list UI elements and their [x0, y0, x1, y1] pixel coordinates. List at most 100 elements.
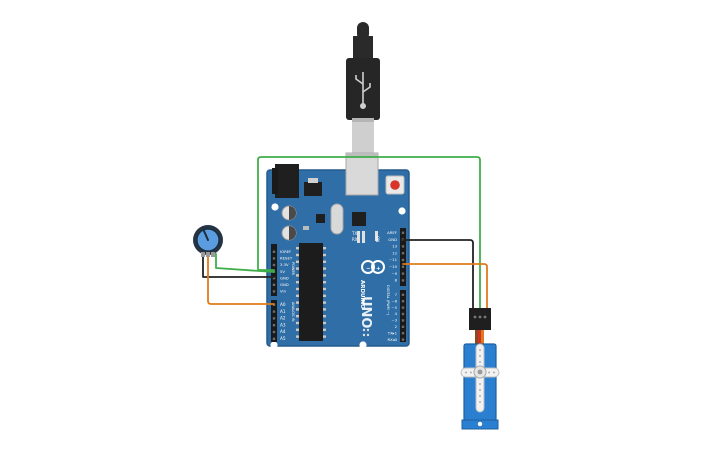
header-pin[interactable] — [401, 279, 405, 282]
power-led — [375, 231, 378, 241]
header-pin[interactable] — [272, 257, 276, 260]
rx-label: RX — [352, 237, 358, 242]
reset-button-cap — [390, 180, 400, 190]
pin-label: RX◂0 — [387, 337, 397, 342]
rx-led — [362, 231, 365, 243]
header-pin[interactable] — [401, 272, 405, 275]
header-pin[interactable] — [272, 290, 276, 293]
usb-controller-ic — [352, 212, 366, 226]
servo-connector — [469, 308, 491, 330]
header-pin[interactable] — [401, 258, 405, 262]
header-pin[interactable] — [401, 245, 405, 248]
wire-d9-to-servo[interactable] — [402, 263, 488, 311]
pin-label: RESET — [280, 256, 293, 261]
usb-cable-neck — [353, 36, 373, 58]
wire-pot-to-a0[interactable] — [207, 253, 275, 305]
pin-label: TX▸1 — [387, 330, 398, 335]
pin-label: A5 — [280, 336, 286, 341]
pin-label: AREF — [387, 230, 397, 235]
header-pin[interactable] — [272, 250, 276, 253]
tx-label: TX — [351, 231, 357, 236]
header-pin[interactable] — [272, 283, 276, 286]
digital-header-label: DIGITAL (PWM ~) — [386, 285, 390, 316]
pin-label: ~3 — [391, 318, 397, 323]
header-pin[interactable] — [401, 319, 405, 322]
header-pin[interactable] — [401, 231, 405, 234]
pin-label: Vin — [280, 289, 287, 294]
pin-label: A2 — [280, 316, 286, 321]
header-pin[interactable] — [401, 300, 405, 303]
brand-label: ARDUINO — [359, 280, 365, 309]
pin-label: 2 — [395, 324, 398, 329]
pin-label: GND — [280, 282, 289, 287]
small-ic — [316, 214, 325, 223]
header-pin[interactable] — [401, 265, 405, 268]
usb-symbol-icon — [355, 72, 371, 110]
header-pin[interactable] — [401, 306, 405, 309]
pin-label: 13 — [392, 244, 397, 249]
voltage-regulator — [304, 182, 322, 196]
pin-label: ~10 — [389, 264, 398, 269]
header-pin[interactable] — [272, 317, 276, 320]
arduino-logo: − + — [361, 260, 385, 274]
pin-label: A3 — [280, 322, 286, 327]
usb-plug-metal — [352, 118, 374, 154]
mounting-hole — [398, 207, 406, 215]
header-pin[interactable] — [401, 338, 405, 341]
analog-header-label: ANALOG IN — [291, 302, 295, 322]
header-pin[interactable] — [401, 312, 405, 316]
mounting-hole — [271, 203, 279, 211]
header-pin[interactable] — [272, 310, 276, 313]
usb-cable[interactable] — [346, 22, 380, 154]
dc-power-jack — [275, 164, 299, 198]
analog-header — [271, 300, 277, 342]
model-label: UNO — [358, 296, 373, 329]
header-pin[interactable] — [401, 293, 405, 296]
digital-header-bottom — [400, 290, 406, 342]
mounting-hole — [270, 341, 278, 349]
pin-label: ~9 — [391, 271, 397, 276]
pin-label: 7 — [395, 292, 398, 297]
mounting-hole — [359, 341, 367, 349]
usb-cable-strain-relief — [357, 22, 369, 40]
header-pin[interactable] — [272, 330, 276, 334]
power-header-label: POWER — [291, 262, 295, 276]
svg-text:−: − — [366, 266, 371, 272]
on-label: ON — [375, 236, 380, 242]
atmega-microcontroller — [296, 243, 326, 341]
pin-label: 3.3V — [280, 262, 289, 267]
pin-label: 5V — [280, 269, 285, 274]
header-pin[interactable] — [272, 277, 276, 280]
pin-label: ~6 — [391, 298, 397, 303]
wire-pot-gnd[interactable] — [202, 253, 275, 278]
pin-label: 4 — [395, 311, 398, 316]
pin-label: IOREF — [280, 249, 291, 254]
crystal-oscillator — [330, 203, 344, 235]
pin-label: 8 — [395, 278, 398, 283]
servo-horn-icon — [460, 343, 500, 413]
potentiometer[interactable] — [193, 225, 223, 257]
icsp-header — [362, 328, 370, 337]
pin-label: A1 — [280, 309, 286, 314]
pin-label: ~5 — [391, 305, 397, 310]
pin-label: A0 — [280, 302, 286, 307]
pin-label: A4 — [280, 329, 286, 334]
digital-header-top — [400, 228, 406, 286]
micro-servo[interactable] — [460, 308, 500, 430]
pin-label: GND — [280, 275, 289, 280]
pin-label: ~11 — [389, 257, 398, 262]
tx-led — [357, 231, 360, 243]
pin-label: 12 — [392, 250, 397, 255]
pin-label: GND — [388, 237, 397, 242]
header-pin[interactable] — [401, 332, 405, 335]
wire-gnd-to-servo[interactable] — [402, 239, 474, 311]
header-pin[interactable] — [401, 252, 405, 255]
wire-5v-to-servo[interactable] — [257, 156, 481, 311]
header-pin[interactable] — [272, 324, 276, 327]
header-pin[interactable] — [401, 325, 405, 328]
svg-text:+: + — [376, 266, 381, 272]
header-pin[interactable] — [272, 263, 276, 267]
header-pin[interactable] — [272, 337, 276, 340]
